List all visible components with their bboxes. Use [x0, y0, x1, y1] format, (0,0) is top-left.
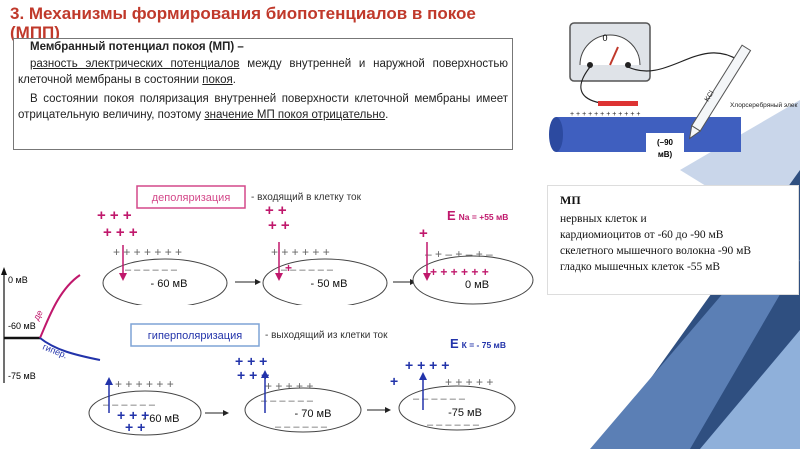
mp-line-3: скелетного мышечного волокна -90 мВ — [560, 245, 752, 257]
dial-zero-label: 0 — [602, 33, 607, 43]
hyper-cell-2: + + + + + + + + + + + – – – – – – - 70 м… — [235, 353, 362, 433]
depol-title-box — [136, 185, 246, 209]
deco-shape-mid — [590, 250, 800, 449]
depol-eq-value: Na = +55 мВ — [459, 212, 509, 222]
depol-caption: - входящий в клетку ток — [251, 192, 362, 203]
depol-cell-2-value: - 50 мВ — [311, 278, 348, 290]
value-badge — [646, 133, 684, 163]
hyper-cell-1: + + + + + + – – – – – – + + + + + - 60 м… — [88, 377, 202, 436]
definition-box: Мембранный потенциал покоя (МП) – разнос… — [13, 38, 513, 150]
depol-arrowhead-1 — [255, 279, 261, 285]
svg-text:+ + +: + + + — [103, 224, 138, 241]
svg-text:+ + + + +: + + + + + — [445, 375, 493, 389]
svg-text:+ + + + + +: + + + + + + — [430, 265, 489, 279]
svg-text:+ + +: + + + — [97, 207, 132, 224]
svg-text:– – – – – –: – – – – – – — [281, 264, 334, 276]
svg-text:+ + + + + +: + + + + + + — [115, 377, 174, 391]
svg-text:+ + +: + + + — [117, 407, 149, 423]
hyper-arrowhead-2 — [385, 407, 391, 413]
definition-underline-1: разность электрических потенциалов — [30, 58, 240, 70]
svg-text:– – – – – –: – – – – – – — [261, 395, 314, 407]
axon-end — [549, 117, 563, 152]
graph-label-0: 0 мВ — [8, 275, 28, 285]
mp-line-1: нервных клеток и — [560, 213, 647, 225]
mp-box-title: МП — [560, 193, 581, 207]
hyper-cell-1-value: - 60 мВ — [143, 413, 180, 425]
hyper-title: гиперполяризация — [148, 330, 242, 342]
svg-text:– – – – – –: – – – – – – — [427, 419, 480, 431]
hyper-eq-e: E — [450, 336, 459, 351]
wire-right — [627, 52, 739, 72]
depol-cell-3-value: 0 мВ — [465, 279, 489, 291]
value-unit: мВ) — [658, 150, 673, 159]
svg-text:+ + + +: + + + + — [405, 357, 449, 373]
definition-text-2: В состоянии покоя поляризация внутренней… — [18, 93, 508, 121]
svg-text:– – – – – –: – – – – – – — [275, 421, 328, 433]
slide-title: 3. Механизмы формирования биопотенциалов… — [10, 4, 476, 42]
hyper-title-box — [130, 323, 260, 347]
deco-shape-pale — [700, 330, 800, 449]
depol-cell-1: + + + + + + + + + + + + + – – – – – – - … — [97, 207, 228, 305]
dial-needle — [609, 46, 619, 66]
reference-electrode — [598, 101, 638, 106]
svg-text:+ + + + + + +: + + + + + + + — [113, 245, 182, 259]
depol-eq-e: E — [447, 208, 456, 223]
hyper-cell-3: + + + + + + + + + + – – – – – – -75 мВ –… — [390, 357, 516, 431]
svg-text:+ + + + + +: + + + + + + — [271, 245, 330, 259]
svg-text:+ + +: + + + — [235, 353, 267, 369]
terminal-left — [587, 62, 593, 68]
microelectrode — [688, 44, 752, 140]
definition-end-1: . — [232, 74, 236, 86]
svg-text:+ +: + + — [265, 202, 287, 219]
hyper-arrowhead-1 — [223, 410, 229, 416]
hyper-cell-2-value: - 70 мВ — [295, 408, 332, 420]
outer-plus-signs: + + + + + + + + + + + + — [570, 111, 640, 118]
svg-text:+: + — [419, 225, 428, 242]
hyper-cell-3-value: -75 мВ — [448, 407, 482, 419]
electrode-label-line: Хлорсеребряный электрод — [730, 101, 798, 109]
mp-line-4: гладко мышечных клеток -55 мВ — [560, 261, 721, 273]
depol-cell-3: + – + – + – + – + + + + + + 0 мВ — [412, 225, 534, 305]
depol-title: деполяризация — [152, 192, 231, 204]
hyper-eq-value: К = - 75 мВ — [462, 340, 506, 350]
svg-text:+: + — [390, 373, 398, 389]
electrode-illustration: 0 + + + + + + + + + + + + KCl Хлорсеребр… — [549, 22, 798, 163]
svg-text:+: + — [285, 261, 292, 275]
svg-text:– + – + – + –: – + – + – + – — [425, 247, 493, 261]
electrode-label: Хлорсеребряный электрод — [730, 101, 798, 109]
voltmeter-dial — [579, 34, 641, 66]
definition-heading: Мембранный потенциал покоя (МП) – — [30, 41, 244, 53]
potential-graph: 0 мВ -60 мВ -75 мВ де гипер. — [1, 267, 101, 383]
value-label: (–90 — [657, 138, 674, 147]
mp-values-box: МП нервных клеток и кардиомиоцитов от -6… — [547, 185, 799, 295]
hyper-caption: - выходящий из клетки ток — [265, 330, 388, 341]
graph-label-75: -75 мВ — [8, 371, 36, 381]
definition-end-2: . — [385, 109, 389, 121]
svg-text:– – – – – –: – – – – – – — [413, 393, 466, 405]
definition-underline-3: значение МП покоя отрицательно — [204, 109, 386, 121]
definition-text-1: между внутренней и наружной поверхностью… — [18, 58, 508, 86]
svg-text:+ +: + + — [125, 419, 145, 435]
terminal-right — [625, 62, 631, 68]
depol-curve — [39, 274, 81, 339]
svg-text:– – – – – –: – – – – – – — [103, 399, 156, 411]
graph-label-60: -60 мВ — [8, 321, 36, 331]
axis-arrow — [1, 267, 7, 275]
svg-text:+ + +: + + + — [237, 367, 269, 383]
curve-label-de: де — [31, 308, 45, 322]
svg-text:– – – – – –: – – – – – – — [125, 264, 178, 276]
mp-line-2: кардиомиоцитов от -60 до -90 мВ — [560, 229, 724, 241]
definition-paragraph-1: разность электрических потенциалов между… — [18, 56, 508, 88]
curve-label-hyper: гипер. — [41, 342, 69, 361]
depol-cell-2: + + + + + + + + + + – – – – – – - 50 мВ … — [262, 202, 388, 305]
hyperpolarization-diagram: гиперполяризация - выходящий из клетки т… — [88, 323, 516, 436]
svg-text:+ +: + + — [268, 217, 290, 234]
hyper-curve — [39, 337, 101, 361]
definition-underline-2: покоя — [202, 74, 233, 86]
depol-cell-1-value: - 60 мВ — [151, 278, 188, 290]
definition-paragraph-2: В состоянии покоя поляризация внутренней… — [18, 91, 508, 123]
